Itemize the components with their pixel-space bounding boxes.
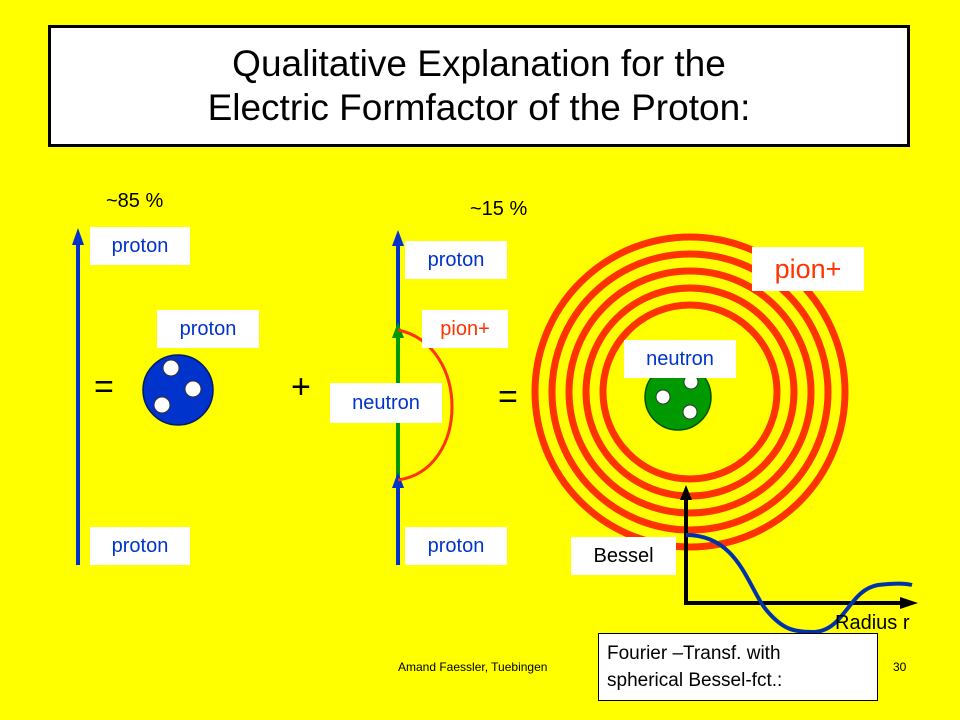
title-line-2: Electric Formfactor of the Proton:: [207, 87, 751, 128]
middle-pion-label: pion+: [422, 310, 508, 348]
radius-axis-label: Radius r: [835, 612, 910, 634]
bessel-x-arrowhead: [900, 597, 918, 609]
middle-bottom-proton-label: proton: [405, 527, 507, 565]
left-arrowhead: [72, 228, 84, 245]
right-pion-label: pion+: [752, 247, 864, 291]
fourier-note-line-1: Fourier –Transf. with: [607, 643, 781, 664]
left-proton-ball: [142, 354, 214, 426]
left-ball-proton-label: proton: [157, 310, 259, 348]
bessel-curve: [685, 533, 913, 635]
title-line-1: Qualitative Explanation for the: [232, 43, 726, 84]
left-bottom-proton-label: proton: [90, 527, 190, 565]
bessel-label: Bessel: [571, 537, 676, 575]
footer-page-number: 30: [893, 660, 907, 674]
left-top-proton-label: proton: [90, 227, 190, 265]
middle-arrowhead-top: [392, 230, 404, 246]
middle-equals-sign: =: [498, 378, 518, 416]
bessel-y-arrowhead: [680, 485, 692, 500]
middle-percent: ~15 %: [470, 198, 528, 220]
fourier-note: Fourier –Transf. with spherical Bessel-f…: [598, 633, 878, 701]
middle-neutron-label: neutron: [330, 383, 442, 423]
slide-title: Qualitative Explanation for the Electric…: [48, 25, 910, 147]
fourier-note-line-2: spherical Bessel-fct.:: [607, 670, 783, 691]
plus-sign: +: [291, 368, 311, 406]
right-neutron-label: neutron: [624, 340, 736, 378]
left-equals-sign: =: [94, 368, 114, 406]
left-percent: ~85 %: [106, 190, 164, 212]
footer-author: Amand Faessler, Tuebingen: [398, 660, 548, 674]
pion-loop-arc: [397, 328, 454, 482]
middle-top-proton-label: proton: [405, 241, 507, 279]
